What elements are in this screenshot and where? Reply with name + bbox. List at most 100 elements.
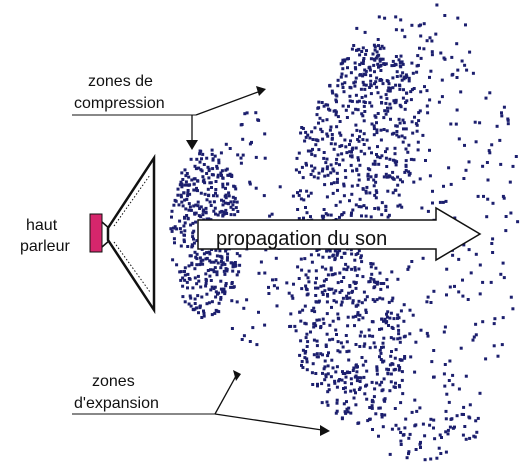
air-particle	[386, 109, 390, 113]
air-particle	[466, 298, 470, 301]
air-particle	[190, 178, 194, 182]
air-particle	[199, 259, 203, 263]
air-particle	[345, 407, 349, 411]
air-particle	[341, 104, 345, 108]
air-particle	[393, 385, 397, 389]
air-particle	[418, 46, 421, 50]
air-particle	[336, 250, 340, 254]
air-particle	[394, 348, 398, 352]
air-particle	[333, 142, 337, 146]
air-particle	[188, 294, 192, 298]
air-particle	[187, 202, 191, 206]
air-particle	[399, 401, 403, 405]
air-particle	[254, 111, 258, 115]
air-particle	[315, 300, 319, 304]
air-particle	[349, 213, 353, 217]
air-particle	[449, 417, 453, 421]
air-particle	[403, 35, 407, 39]
air-particle	[320, 401, 324, 405]
air-particle	[326, 372, 330, 376]
air-particle	[386, 79, 390, 83]
air-particle	[306, 149, 310, 153]
air-particle	[305, 163, 308, 167]
air-particle	[185, 197, 189, 201]
air-particle	[306, 133, 310, 137]
air-particle	[223, 290, 227, 294]
compression-arrow-right	[195, 91, 259, 116]
air-particle	[443, 384, 447, 388]
air-particle	[201, 152, 205, 156]
air-particle	[463, 425, 467, 428]
air-particle	[408, 432, 412, 436]
air-particle	[271, 278, 274, 282]
air-particle	[299, 197, 303, 201]
air-particle	[376, 155, 380, 159]
air-particle	[314, 286, 317, 290]
air-particle	[363, 68, 367, 72]
air-particle	[385, 147, 389, 151]
air-particle	[180, 182, 184, 186]
air-particle	[380, 380, 384, 384]
air-particle	[343, 138, 347, 142]
air-particle	[219, 266, 223, 270]
air-particle	[399, 431, 403, 434]
air-particle	[463, 143, 466, 147]
air-particle	[478, 391, 482, 395]
air-particle	[193, 267, 197, 271]
air-particle	[364, 94, 368, 98]
air-particle	[457, 290, 461, 294]
air-particle	[340, 144, 344, 148]
air-particle	[378, 271, 382, 275]
air-particle	[309, 215, 312, 219]
air-particle	[502, 196, 506, 200]
air-particle	[183, 229, 187, 233]
air-particle	[220, 198, 223, 202]
air-particle	[377, 162, 381, 166]
air-particle	[375, 191, 379, 194]
air-particle	[408, 308, 412, 312]
air-particle	[403, 107, 407, 111]
air-particle	[207, 250, 211, 254]
air-particle	[331, 366, 335, 370]
air-particle	[294, 329, 298, 333]
air-particle	[397, 368, 401, 372]
air-particle	[263, 323, 267, 327]
air-particle	[216, 173, 220, 177]
arrowhead	[186, 140, 198, 150]
air-particle	[372, 57, 376, 61]
air-particle	[451, 373, 455, 377]
air-particle	[384, 321, 388, 325]
air-particle	[422, 47, 426, 51]
air-particle	[210, 300, 214, 304]
air-particle	[360, 301, 364, 305]
air-particle	[419, 328, 423, 332]
air-particle	[380, 78, 384, 82]
air-particle	[226, 252, 230, 256]
air-particle	[375, 365, 379, 369]
air-particle	[439, 452, 443, 455]
air-particle	[336, 188, 339, 192]
air-particle	[342, 184, 346, 188]
air-particle	[334, 328, 338, 332]
air-particle	[462, 405, 466, 409]
air-particle	[309, 173, 313, 176]
air-particle	[459, 346, 463, 350]
air-particle	[356, 313, 360, 317]
air-particle	[516, 220, 520, 224]
air-particle	[319, 352, 323, 356]
air-particle	[378, 59, 382, 63]
air-particle	[506, 118, 510, 122]
air-particle	[335, 365, 339, 369]
air-particle	[230, 281, 234, 284]
air-particle	[192, 182, 196, 186]
air-particle	[320, 265, 324, 269]
air-particle	[263, 156, 267, 160]
air-particle	[397, 427, 401, 431]
air-particle	[326, 134, 330, 138]
air-particle	[403, 355, 407, 358]
air-particle	[364, 191, 368, 195]
air-particle	[183, 198, 187, 202]
air-particle	[342, 387, 345, 390]
air-particle	[334, 98, 338, 102]
air-particle	[213, 206, 217, 210]
